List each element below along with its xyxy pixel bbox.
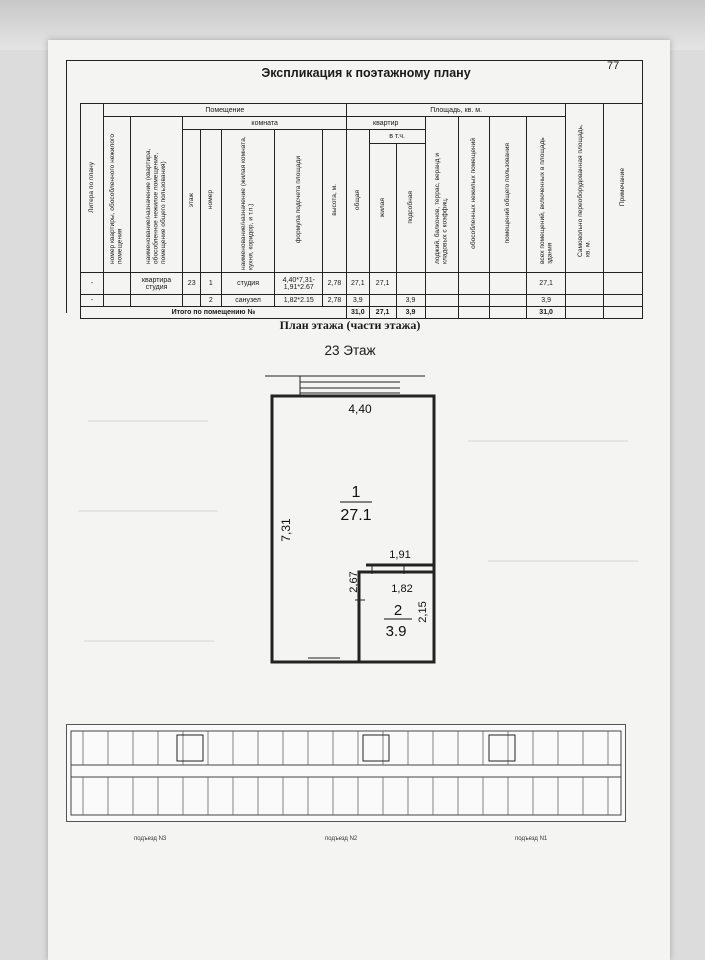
total-label: Итого по помещению № — [80, 306, 347, 319]
dim-bath-left: 2,67 — [348, 571, 360, 592]
room-1-area: 27.1 — [340, 507, 371, 524]
col-naznach-kv-header: наименование/назначение (квартира, обосо… — [129, 116, 184, 273]
stair-block — [488, 734, 516, 762]
col-samovol-header: Самовольно переоборудованная площадь, кв… — [565, 103, 604, 273]
dim-bath-top: 1,91 — [389, 549, 410, 561]
entrance-label: подъезд N1 — [515, 836, 548, 842]
entrance-label: подъезд N2 — [325, 836, 358, 842]
building-outline — [70, 730, 622, 816]
dim-left: 7,31 — [279, 518, 293, 542]
total-podsobnaya: 3,9 — [395, 306, 426, 319]
col-lodzhii-header: лоджий, балконов, террас, веранд и кладо… — [424, 116, 459, 273]
room-1-wall — [270, 394, 436, 664]
floor-label: 23 Этаж — [324, 343, 376, 358]
col-formula-header: формула подсчета площади — [274, 129, 324, 273]
entrance-label: подъезд N3 — [134, 836, 167, 842]
col-primech-header: Примечание — [602, 103, 644, 273]
table-row: - 2 санузел 1,82*2.15 2,78 3,9 3,9 3,9 — [80, 294, 644, 307]
col-nomer-kv-header: номер квартиры, обособленного нежилого п… — [102, 116, 131, 273]
col-podsobnaya-header: подсобная — [395, 143, 426, 273]
explication-table: Литера по плану Помещение Площадь, кв. м… — [80, 103, 644, 319]
group-vtch-header: в т.ч. — [368, 128, 426, 145]
total-primech — [602, 306, 644, 319]
room-2-area: 3.9 — [386, 623, 407, 640]
building-floor-plan-overview — [66, 724, 626, 822]
explication-frame — [66, 60, 643, 313]
dim-bath-inner: 1,82 — [391, 583, 412, 595]
stair-block — [176, 734, 204, 762]
col-vseh-header: всех помещений, включенных в площадь зда… — [525, 116, 567, 273]
total-vseh: 31,0 — [525, 306, 567, 319]
explication-title: Экспликация к поэтажному плану — [261, 66, 471, 80]
plan-title: План этажа (части этажа) — [279, 318, 421, 332]
col-naznach-header: наименование/назначение (жилая комната, … — [220, 129, 276, 273]
stair-block — [362, 734, 390, 762]
room-1-number: 1 — [352, 484, 361, 501]
page-number: 77 — [607, 60, 620, 72]
total-zhilaya: 27,1 — [368, 306, 397, 319]
table-total-row: Итого по помещению № 31,0 27,1 3,9 31,0 — [80, 306, 644, 319]
room-2-wall — [357, 570, 436, 664]
building-plan-drawing — [70, 730, 622, 816]
total-lodzhii — [424, 306, 459, 319]
col-obsh-polz-header: помещений общего пользования — [488, 116, 527, 273]
col-vysota-header: высота, м. — [322, 129, 347, 273]
room-2-number: 2 — [394, 602, 402, 619]
dim-bath-right: 2,15 — [417, 601, 429, 622]
dim-top: 4,40 — [348, 402, 372, 416]
table-row: - квартира студия 23 1 студия 4,40*7,31-… — [80, 272, 644, 295]
